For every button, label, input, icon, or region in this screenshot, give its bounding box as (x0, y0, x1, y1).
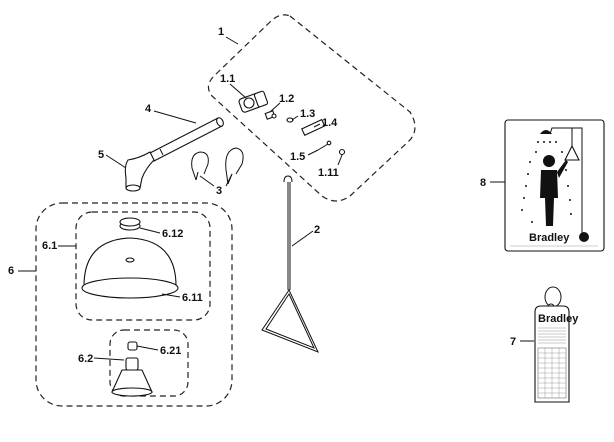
inspection-tag: Bradley (534, 286, 579, 403)
callout-7: 7 (510, 336, 516, 348)
elbow-part (124, 151, 155, 189)
callout-1-11: 1.11 (318, 167, 339, 179)
callout-5: 5 (98, 149, 104, 161)
shower-head-part (81, 237, 179, 299)
callout-1: 1 (218, 26, 224, 38)
elbow-end (125, 184, 141, 192)
pin-part (317, 140, 332, 151)
callout-labels: 1 1.1 1.2 1.3 1.4 1.5 1.11 4 5 3 2 6 6.1… (8, 26, 516, 365)
nut-part (338, 148, 346, 156)
leader-lines (18, 36, 534, 361)
callout-1-2: 1.2 (279, 93, 294, 105)
callout-6: 6 (8, 265, 14, 277)
callout-6-12: 6.12 (162, 228, 183, 240)
group-6-2-outline (109, 329, 189, 397)
group-6-1-outline (75, 211, 211, 321)
safety-sign: Bradley (504, 119, 605, 252)
group-1-outline (207, 14, 416, 202)
callout-1-3: 1.3 (300, 108, 315, 120)
callout-3: 3 (216, 185, 222, 197)
callout-1-4: 1.4 (322, 117, 338, 129)
ring-part (119, 217, 141, 231)
callout-6-21: 6.21 (160, 345, 181, 357)
clip-part-a (191, 151, 209, 181)
plate-part (301, 118, 326, 137)
callout-6-2: 6.2 (78, 353, 93, 365)
group-6-outline (35, 202, 233, 407)
sign-brand-text: Bradley (529, 232, 570, 244)
clip-part-b (225, 147, 244, 185)
pipe-part (149, 117, 224, 162)
callout-1-5: 1.5 (290, 151, 305, 163)
nozzle-part (111, 357, 153, 397)
pull-rod-part (261, 175, 319, 353)
valve-body-part (238, 90, 269, 113)
cap-part (127, 341, 138, 351)
washer-part (286, 117, 294, 123)
callout-1-1: 1.1 (220, 73, 235, 85)
tag-brand-text: Bradley (538, 313, 579, 325)
callout-8: 8 (480, 177, 486, 189)
callout-6-11: 6.11 (182, 292, 203, 304)
callout-4: 4 (145, 103, 152, 115)
callout-6-1: 6.1 (42, 240, 57, 252)
fitting-part (264, 110, 277, 120)
callout-2: 2 (314, 224, 320, 236)
